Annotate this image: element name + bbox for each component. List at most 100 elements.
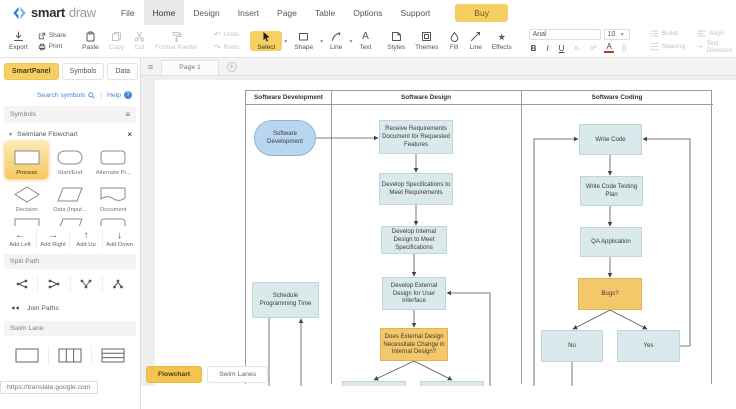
paste-button[interactable]: Paste [77,25,104,57]
bullet-button[interactable]: Bullet [650,29,686,38]
symbol-start-end[interactable]: Start/End [48,142,91,179]
swim-lane-single[interactable] [6,346,49,365]
split-path-option-3[interactable] [71,276,103,292]
menu-item-options[interactable]: Options [353,7,383,18]
page-tab[interactable]: Page 1 [161,60,219,75]
menu-item-file[interactable]: File [120,7,135,18]
special-characters-button[interactable]: {} [621,44,627,52]
diagram-tab-flowchart[interactable]: Flowchart [146,366,203,383]
group-close-icon[interactable]: × [127,130,132,139]
menu-item-page[interactable]: Page [277,7,297,18]
add-left-arrow-icon: ← [15,230,25,241]
panel-tab-data[interactable]: Data [107,63,139,80]
bold-button[interactable]: B [530,43,537,53]
shape-tool-button[interactable]: Shape [289,31,318,51]
flowchart-node-yes[interactable]: Yes [617,330,680,362]
select-tool-button[interactable]: Select [250,31,283,51]
flowchart-node-write-code-testing-plan[interactable]: Write Code Testing Plan [580,176,643,206]
panel-tab-smartpanel[interactable]: SmartPanel [4,63,59,80]
text-direction-button[interactable]: Text Direction [697,40,735,54]
cut-button[interactable]: Cut [129,25,150,57]
flowchart-node-no[interactable]: No [541,330,603,362]
align-button[interactable]: Align [697,29,735,38]
flowchart-node-schedule-programming-time[interactable]: Schedule Programming Time [252,282,319,318]
symbol-document[interactable]: Document [92,179,135,216]
symbol-data-input[interactable]: Data (Input... [48,179,91,216]
flowchart-node-partial-right[interactable] [420,381,484,386]
search-icon[interactable] [88,91,95,99]
swim-lane-horizontal[interactable] [92,346,134,365]
subscript-button[interactable]: x₂ [574,44,581,52]
help-icon[interactable]: ? [124,91,132,99]
menu-item-table[interactable]: Table [314,7,336,18]
flowchart-node-software-development[interactable]: Software Development [254,120,316,156]
spacing-button[interactable]: Spacing [650,40,685,54]
select-dropdown-caret[interactable]: ▾ [284,38,288,45]
pages-menu-icon[interactable]: ≡ [148,61,154,72]
flowchart-node-develop-internal-design[interactable]: Develop Internal Design to Meet Specific… [381,226,447,254]
join-paths-button[interactable]: Join Paths [0,297,140,319]
flowchart-node-write-code[interactable]: Write Code [579,124,642,155]
add-label: Add Left [9,242,31,248]
underline-button[interactable]: U [558,43,565,53]
font-size-select[interactable]: 10 ▾ [603,29,630,40]
add-page-icon[interactable]: + [226,61,237,72]
buy-button[interactable]: Buy [455,3,508,22]
flowchart-node-receive-requirements[interactable]: Receive Requirements Document for Reques… [379,120,453,154]
symbols-menu-icon[interactable]: ≡ [125,110,130,119]
superscript-button[interactable]: x² [590,44,597,52]
split-path-icon-4 [113,279,124,289]
data-input-shape-icon [57,187,83,202]
flowchart-node-internal-design-change[interactable]: Does External Design Necessitate Change … [380,328,448,361]
format-painter-button[interactable]: Format Painter [150,25,203,57]
search-symbols-link[interactable]: Search symbols [36,91,86,99]
shape-dropdown-caret[interactable]: ▾ [320,38,324,45]
menu-item-design[interactable]: Design [193,7,220,18]
menu-item-support[interactable]: Support [400,7,431,18]
menu-item-home[interactable]: Home [143,0,185,25]
flowchart-node-develop-specifications[interactable]: Develop Specifications to Meet Requireme… [379,173,453,205]
flowchart-node-partial-left[interactable] [342,381,406,386]
line-tool-button[interactable]: Line [325,31,347,51]
symbol-group-header[interactable]: ▼ Swimlane Flowchart × [8,130,132,139]
menu-item-insert[interactable]: Insert [237,7,260,18]
flowchart-node-bugs[interactable]: Bugs? [578,278,642,310]
text-tool-button[interactable]: A Text [359,30,372,51]
diagram-tab-swim-lanes[interactable]: Swim Lanes [207,366,269,383]
fill-button[interactable]: Fill [444,25,465,57]
print-button[interactable]: Print [38,43,66,51]
panel-tab-symbols[interactable]: Symbols [61,63,105,80]
font-family-select[interactable]: Arial [528,29,601,40]
split-path-option-2[interactable] [38,276,71,292]
effects-button[interactable]: ★ Effects [491,31,512,51]
redo-button[interactable]: ↷ Redo [213,42,240,52]
symbol-decision[interactable]: Decision [5,179,48,216]
undo-button[interactable]: ↶ Undo [213,29,240,39]
help-link[interactable]: Help [107,91,121,99]
flowchart-node-qa-application[interactable]: QA Application [580,227,642,257]
symbol-alternate-pr[interactable]: Alternate Pr... [92,142,135,179]
export-button[interactable]: Export [4,25,33,57]
symbol-process[interactable]: Process [5,142,49,179]
styles-button[interactable]: Styles [382,25,410,57]
themes-button[interactable]: Themes [410,25,443,57]
flowchart-node-develop-external-design[interactable]: Develop External Design for User Interfa… [382,277,446,310]
swim-lane-vertical[interactable] [49,346,92,365]
button-add-left[interactable]: ←Add Left [4,229,37,250]
line-dropdown-caret[interactable]: ▾ [349,38,353,45]
copy-button[interactable]: Copy [104,25,129,57]
alternate-pr-shape-icon [100,150,126,165]
line-style-button[interactable]: Line [465,25,487,57]
italic-button[interactable]: I [546,43,549,53]
export-icon [13,31,23,41]
split-path-option-1[interactable] [6,276,39,292]
split-path-option-4[interactable] [103,276,134,292]
font-color-button[interactable]: A [604,42,614,53]
print-icon [38,43,45,50]
share-button[interactable]: Share [38,32,66,40]
button-add-right[interactable]: →Add Right [37,229,70,250]
button-add-up[interactable]: ↑Add Up [70,229,103,250]
button-add-down[interactable]: ↓Add Down [103,229,136,250]
